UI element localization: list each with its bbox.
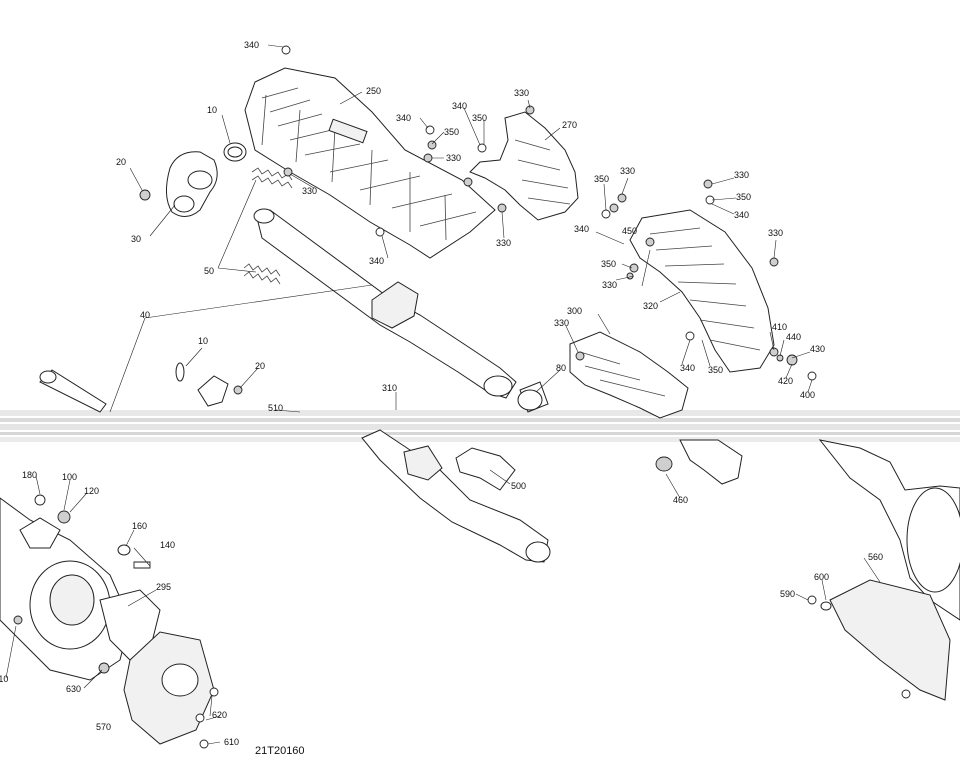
callout-340: 340 xyxy=(369,256,384,266)
callout-450: 450 xyxy=(622,226,637,236)
callout-120: 120 xyxy=(84,486,99,496)
cover-560 xyxy=(829,579,951,701)
heat-shield-270 xyxy=(469,111,579,221)
drawing-code: 21T20160 xyxy=(255,745,305,757)
exhaust-pipe-front xyxy=(253,208,517,399)
callout-250: 250 xyxy=(366,86,381,96)
callout-340: 340 xyxy=(244,40,259,50)
callout-340: 340 xyxy=(680,363,695,373)
callout-590: 590 xyxy=(780,589,795,599)
break-band xyxy=(0,410,960,442)
callout-330: 330 xyxy=(554,318,569,328)
clamp-500 xyxy=(455,447,516,491)
callout-420: 420 xyxy=(778,376,793,386)
callout-310: 310 xyxy=(382,383,397,393)
callout-350: 350 xyxy=(601,259,616,269)
callout-330: 330 xyxy=(514,88,529,98)
callout-320: 320 xyxy=(643,301,658,311)
callout-350: 350 xyxy=(472,113,487,123)
callout-10: 10 xyxy=(207,105,217,115)
callout-20: 20 xyxy=(116,157,126,167)
callout-340: 340 xyxy=(734,210,749,220)
bolt xyxy=(133,561,151,569)
callout-610: 610 xyxy=(224,737,239,747)
callout-110: 110 xyxy=(0,674,8,684)
callout-330: 330 xyxy=(446,153,461,163)
callout-500: 500 xyxy=(511,481,526,491)
callout-340: 340 xyxy=(396,113,411,123)
callout-labels: 340 250 10 20 30 340 350 330 340 350 330… xyxy=(0,40,883,747)
muffler-right xyxy=(818,439,960,621)
spring xyxy=(243,263,281,285)
bracket-lower xyxy=(679,439,743,485)
grommet xyxy=(655,456,673,472)
callout-630: 630 xyxy=(66,684,81,694)
callout-340: 340 xyxy=(452,101,467,111)
callout-330: 330 xyxy=(302,186,317,196)
callout-10: 10 xyxy=(198,336,208,346)
fastener-set xyxy=(13,45,911,749)
gasket-ring xyxy=(175,362,185,382)
bolt xyxy=(34,494,46,506)
callout-30: 30 xyxy=(131,234,141,244)
callout-20: 20 xyxy=(255,361,265,371)
bolt xyxy=(807,595,817,605)
muffler-left xyxy=(0,497,131,681)
callout-410: 410 xyxy=(772,322,787,332)
heat-shield-upper xyxy=(244,67,496,259)
callout-430: 430 xyxy=(810,344,825,354)
callout-140: 140 xyxy=(160,540,175,550)
exhaust-elbow xyxy=(166,151,218,217)
callout-330: 330 xyxy=(602,280,617,290)
callout-330: 330 xyxy=(496,238,511,248)
callout-620: 620 xyxy=(212,710,227,720)
callout-180: 180 xyxy=(22,470,37,480)
callout-50: 50 xyxy=(204,266,214,276)
sleeve xyxy=(517,381,549,413)
end-cap-570 xyxy=(123,631,215,745)
callout-350: 350 xyxy=(708,365,723,375)
bracket-300 xyxy=(569,331,689,419)
callout-570: 570 xyxy=(96,722,111,732)
washer xyxy=(820,601,832,611)
callout-350: 350 xyxy=(736,192,751,202)
callout-330: 330 xyxy=(768,228,783,238)
callout-460: 460 xyxy=(673,495,688,505)
callout-440: 440 xyxy=(786,332,801,342)
callout-100: 100 xyxy=(62,472,77,482)
spacer xyxy=(57,510,71,524)
callout-295: 295 xyxy=(156,582,171,592)
nut xyxy=(139,189,151,201)
callout-160: 160 xyxy=(132,521,147,531)
callout-560: 560 xyxy=(868,552,883,562)
callout-400: 400 xyxy=(800,390,815,400)
callout-80: 80 xyxy=(556,363,566,373)
leader-lines xyxy=(5,44,881,745)
callout-350: 350 xyxy=(594,174,609,184)
callout-330: 330 xyxy=(734,170,749,180)
callout-350: 350 xyxy=(444,127,459,137)
callout-330: 330 xyxy=(620,166,635,176)
flange xyxy=(197,375,229,407)
callout-40: 40 xyxy=(140,310,150,320)
callout-340: 340 xyxy=(574,224,589,234)
callout-600: 600 xyxy=(814,572,829,582)
washer xyxy=(117,544,131,556)
callout-270: 270 xyxy=(562,120,577,130)
callout-510: 510 xyxy=(268,403,283,413)
exhaust-pipe-rear xyxy=(361,429,551,563)
heat-shield-320 xyxy=(629,209,775,373)
callout-300: 300 xyxy=(567,306,582,316)
